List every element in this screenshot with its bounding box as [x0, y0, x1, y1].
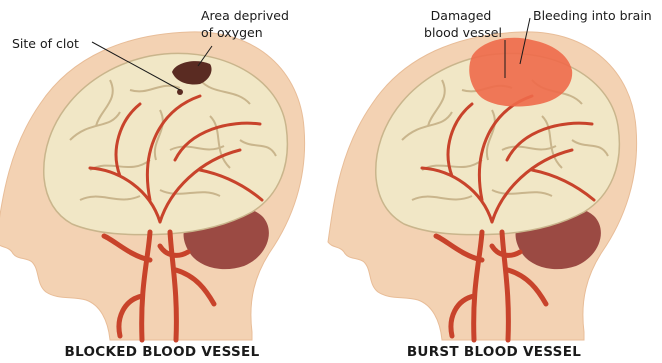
panel-burst-vessel: Damaged blood vessel Bleeding into brain…	[328, 8, 652, 360]
callout-damaged-vessel: Damaged blood vessel	[424, 8, 502, 40]
caption-blocked-vessel: BLOCKED BLOOD VESSEL	[65, 344, 260, 360]
callout-site-of-clot: Site of clot	[12, 36, 79, 51]
caption-burst-vessel: BURST BLOOD VESSEL	[407, 344, 581, 360]
callout-bleeding: Bleeding into brain	[533, 8, 652, 23]
callout-area-deprived: Area deprived of oxygen	[201, 8, 293, 40]
panel-blocked-vessel: Site of clot Area deprived of oxygen BLO…	[0, 8, 305, 360]
